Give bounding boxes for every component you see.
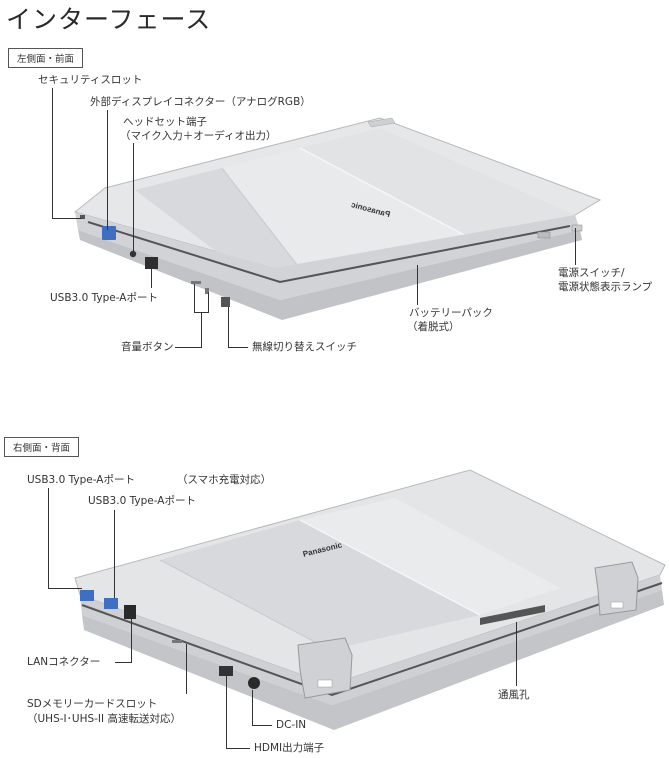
leader-hdmi-h bbox=[226, 748, 250, 749]
label-usb-charge-note: （スマホ充電対応） bbox=[177, 474, 272, 486]
label-battery-line1: バッテリーパック bbox=[409, 307, 493, 319]
label-vent: 通風孔 bbox=[498, 689, 530, 701]
leader-lan-v bbox=[131, 618, 132, 662]
laptop-right-back-image: Panasonic bbox=[74, 469, 666, 730]
leader-sd bbox=[186, 644, 187, 694]
label-power-line1: 電源スイッチ/ bbox=[558, 267, 625, 279]
label-usb-left: USB3.0 Type-Aポート bbox=[50, 292, 158, 304]
leader-power bbox=[575, 228, 576, 265]
leader-usb-left bbox=[151, 268, 152, 288]
leader-volume-bracket-r bbox=[208, 292, 209, 312]
leader-security-slot-h bbox=[52, 218, 82, 219]
label-security-slot: セキュリティスロット bbox=[38, 74, 143, 86]
label-headset-line2: （マイク入力＋オーディオ出力） bbox=[120, 130, 277, 142]
leader-usb-charge-h bbox=[48, 588, 82, 589]
section-tag-right-back: 右側面・背面 bbox=[4, 437, 80, 457]
label-battery-line2: （着脱式） bbox=[407, 321, 460, 333]
label-volume: 音量ボタン bbox=[121, 341, 174, 353]
leader-dc-in-h bbox=[252, 725, 272, 726]
leader-usb-right bbox=[114, 510, 115, 598]
label-external-display: 外部ディスプレイコネクター（アナログRGB） bbox=[90, 96, 311, 108]
label-hdmi: HDMI出力端子 bbox=[254, 742, 325, 754]
leader-usb-charge-v bbox=[48, 488, 49, 588]
leader-dc-in-v bbox=[252, 690, 253, 725]
leader-hdmi-v bbox=[226, 676, 227, 748]
leader-volume-h bbox=[175, 347, 202, 348]
label-sd-line2: （UHS-I･UHS-II 高速転送対応） bbox=[27, 713, 181, 725]
leader-headset bbox=[133, 143, 134, 251]
laptop-left-front-image: Panasonic bbox=[73, 117, 602, 320]
label-power-line2: 電源状態表示ランプ bbox=[558, 281, 653, 293]
section-tag-left-front: 左側面・前面 bbox=[8, 48, 84, 68]
leader-wireless-h bbox=[228, 347, 248, 348]
label-wireless: 無線切り替えスイッチ bbox=[252, 341, 357, 353]
leader-wireless-v bbox=[228, 307, 229, 348]
leader-vent bbox=[516, 622, 517, 686]
leader-volume-v bbox=[201, 312, 202, 347]
leader-lan-h bbox=[115, 662, 132, 663]
leader-volume-bracket-l bbox=[194, 284, 195, 312]
label-dc-in: DC-IN bbox=[276, 719, 307, 731]
page-title: インターフェース bbox=[6, 5, 212, 34]
label-sd-line1: SDメモリーカードスロット bbox=[27, 698, 158, 710]
leader-security-slot bbox=[52, 88, 53, 218]
leader-external-display bbox=[107, 110, 108, 230]
leader-battery bbox=[417, 265, 418, 305]
label-headset-line1: ヘッドセット端子 bbox=[123, 116, 207, 128]
label-usb-right: USB3.0 Type-Aポート bbox=[88, 495, 196, 507]
label-lan: LANコネクター bbox=[27, 656, 101, 668]
label-usb-charge: USB3.0 Type-Aポート bbox=[27, 474, 135, 486]
